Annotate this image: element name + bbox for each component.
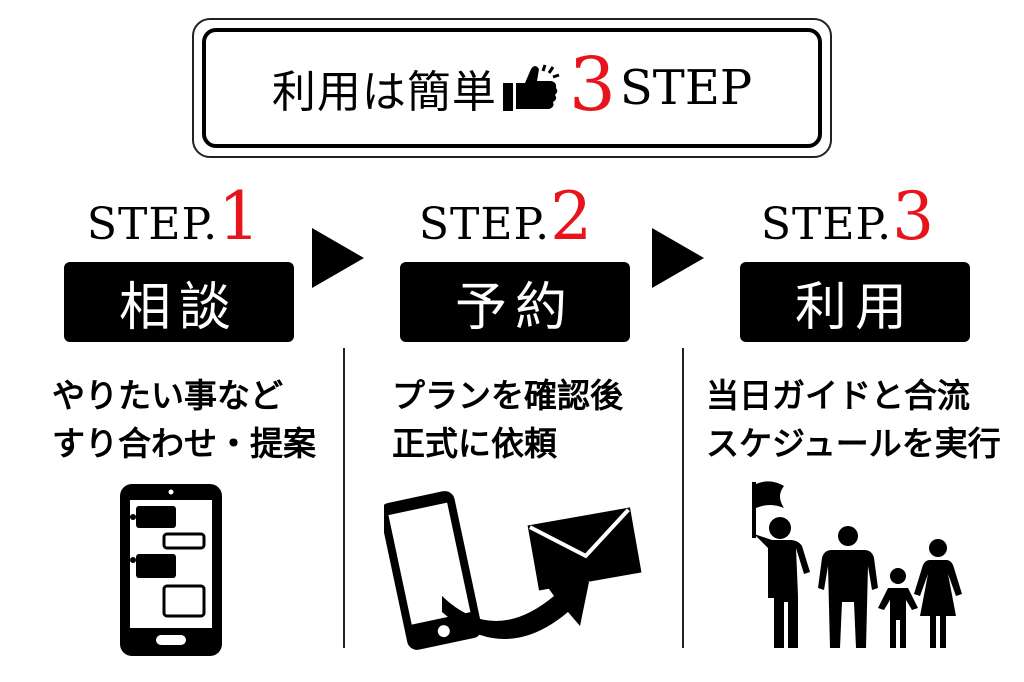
title-box: 利用は簡単 3 STEP (202, 28, 822, 148)
step-3-box: 利用 (740, 262, 970, 342)
step-3-description: 当日ガイドと合流 スケジュールを実行 (706, 376, 1001, 463)
arrow-right-icon (652, 228, 704, 288)
step-3-number: 3 (892, 178, 936, 255)
title-number: 3 (568, 42, 616, 128)
step-2-label: STEP.2 (418, 178, 594, 255)
step-3-label: STEP.3 (760, 178, 936, 255)
step-1-number: 1 (218, 178, 262, 255)
smartphone-chat-icon (120, 484, 222, 656)
thumbs-up-icon (502, 64, 560, 111)
divider (343, 348, 345, 648)
step-1-description: やりたい事など すり合わせ・提案 (52, 376, 316, 463)
step-2-box: 予約 (400, 262, 630, 342)
divider (682, 348, 684, 648)
phone-send-mail-icon (384, 491, 642, 650)
title-frame: 利用は簡単 3 STEP (192, 18, 832, 158)
title-text: 利用は簡単 (271, 67, 497, 118)
title-suffix: STEP (619, 60, 753, 116)
step-2-name: 予約 (454, 277, 575, 338)
step-1-label: STEP.1 (86, 178, 262, 255)
step-3-name: 利用 (794, 277, 915, 338)
guide-family-icon (752, 481, 962, 648)
step-1-name: 相談 (118, 277, 239, 338)
arrow-right-icon (312, 228, 364, 288)
step-2-number: 2 (550, 178, 594, 255)
step-2-description: プランを確認後 正式に依頼 (392, 376, 623, 463)
step-1-box: 相談 (64, 262, 294, 342)
